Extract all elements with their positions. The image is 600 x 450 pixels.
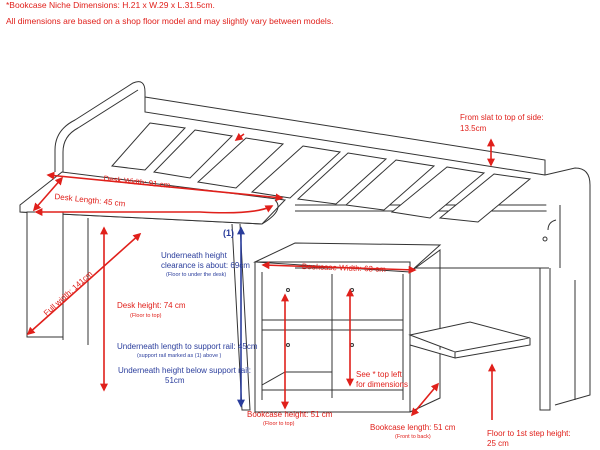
- support-rail-sub: (support rail marked as (1) above ): [137, 353, 222, 359]
- bed-slats: [110, 122, 532, 223]
- desk-width-arrow: [46, 171, 284, 202]
- bookcase-length-label: Bookcase length: 51 cm: [370, 423, 456, 432]
- bookcase-height-sub: (Floor to top): [263, 421, 295, 427]
- floor-to-step-label-2: 25 cm: [487, 439, 509, 448]
- bookcase-width-arrow: [261, 261, 417, 274]
- slat-to-side-value: 13.5cm: [460, 124, 487, 133]
- underneath-clearance-label-2: clearance is about: 69cm: [161, 261, 250, 270]
- floor-to-step-label-1: Floor to 1st step height:: [487, 429, 571, 438]
- bed-frame: [54, 81, 591, 411]
- below-rail-label-1: Underneath height below support rail:: [118, 366, 251, 375]
- support-rail-length-label: Underneath length to support rail: 45cm: [117, 342, 258, 351]
- see-top-left-label-1: See * top left: [356, 370, 402, 379]
- support-rail-arrow: [234, 132, 245, 141]
- dimension-lines: [26, 132, 496, 420]
- bookcase-height-label: Bookcase height: 51 cm: [247, 410, 333, 419]
- bookcase-length-arrow: [410, 382, 440, 417]
- see-top-left-label-2: for dimensions: [356, 380, 409, 389]
- desk-front-arrow: [34, 205, 274, 216]
- slat-to-side-label: From slat to top of side:: [460, 113, 544, 122]
- full-width-arrow: [26, 232, 142, 336]
- desk-height-sub: (Floor to top): [130, 313, 162, 319]
- underneath-clearance-sub: (Floor to under the desk): [166, 272, 227, 278]
- support-rail-marker: (1): [223, 228, 234, 238]
- niche-dimensions-note: *Bookcase Niche Dimensions: H.21 x W.29 …: [6, 0, 215, 10]
- shop-floor-note: All dimensions are based on a shop floor…: [6, 16, 334, 26]
- below-rail-label-2: 51cm: [165, 376, 185, 385]
- bookcase-length-sub: (Front to back): [395, 434, 431, 440]
- desk-length-arrow: [32, 176, 64, 212]
- underneath-clearance-label-1: Underneath height: [161, 251, 227, 260]
- desk-height-label: Desk height: 74 cm: [117, 301, 186, 310]
